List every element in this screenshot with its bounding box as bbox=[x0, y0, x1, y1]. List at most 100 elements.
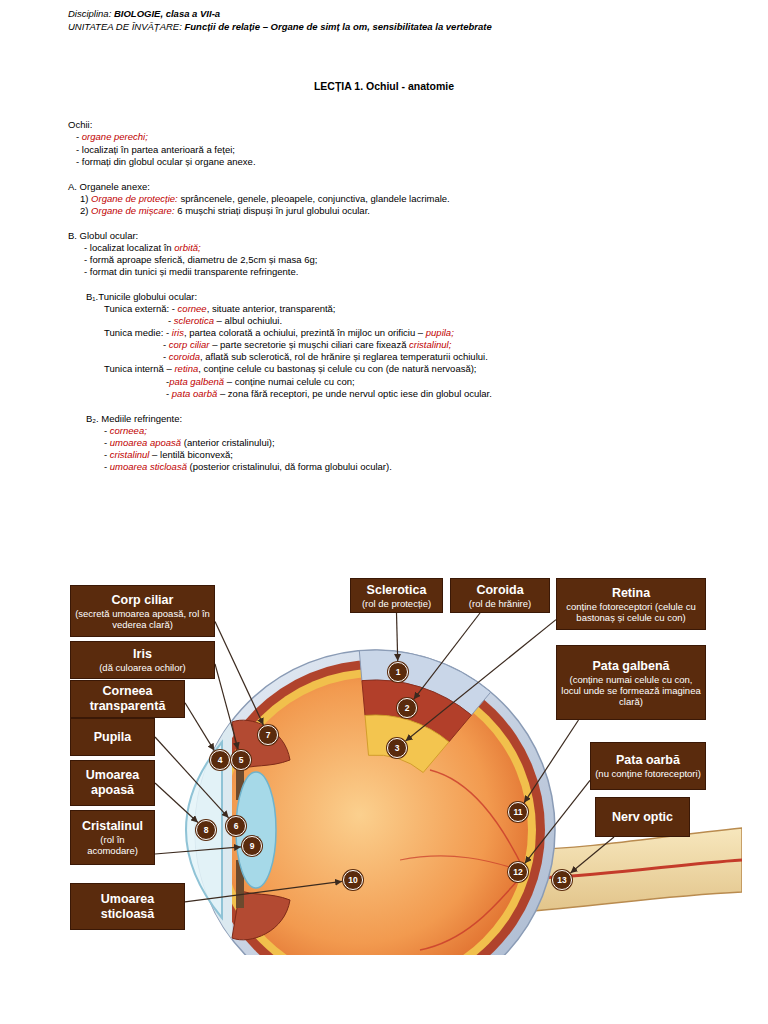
body-text: - bbox=[104, 437, 107, 448]
part-note: (rol de protecție) bbox=[355, 598, 438, 609]
key-term: cornee bbox=[178, 303, 207, 314]
key-term: umoarea sticloasă bbox=[110, 461, 187, 472]
label-box: Umoarea apoasă bbox=[70, 760, 155, 806]
body-text: - bbox=[104, 449, 107, 460]
leader-line bbox=[155, 847, 241, 854]
key-term: sclerotica bbox=[174, 315, 214, 326]
callout-number-text: 8 bbox=[204, 826, 209, 835]
key-term: corneea; bbox=[110, 425, 147, 436]
key-term: pata galbenă bbox=[169, 376, 224, 387]
body-text: – albul ochiului. bbox=[217, 315, 283, 326]
callout-number-text: 2 bbox=[405, 704, 410, 713]
body-text: - formă aproape sferică, diametru de 2,5… bbox=[84, 254, 317, 265]
text-line: -umoarea sticloasă(posterior cristalinul… bbox=[104, 461, 392, 473]
part-note: (dă culoarea ochilor) bbox=[75, 662, 210, 673]
part-name: Iris bbox=[75, 647, 210, 662]
body-text: UNITATEA DE ÎNVĂȚARE: bbox=[68, 21, 182, 32]
leader-line bbox=[185, 703, 214, 751]
key-term: pata oarbă bbox=[172, 388, 217, 399]
label-box: Pata oarbă(nu conține fotoreceptori) bbox=[590, 742, 706, 790]
text-line: Tunica internă –retina, conține celule c… bbox=[104, 363, 477, 375]
key-term: iris bbox=[172, 327, 184, 338]
lesson-title: LECȚIA 1. Ochiul - anatomie bbox=[0, 80, 768, 93]
label-box: Coroida(rol de hrănire) bbox=[450, 578, 550, 613]
body-text: Disciplina: bbox=[68, 8, 111, 19]
body-text: (posterior cristalinului, dă forma globu… bbox=[190, 461, 392, 472]
part-note: (nu conține fotoreceptori) bbox=[595, 768, 701, 779]
callout-number-text: 1 bbox=[396, 668, 401, 677]
body-text: - bbox=[166, 388, 169, 399]
body-text: , partea colorată a ochiului, prezintă î… bbox=[184, 327, 423, 338]
part-name: Pata galbenă bbox=[561, 659, 701, 674]
part-name: Retina bbox=[561, 586, 701, 601]
text-line: - format din tunici și medii transparent… bbox=[84, 266, 298, 278]
callout-number-text: 10 bbox=[348, 876, 357, 885]
body-text: – zona fără receptori, pe unde nervul op… bbox=[220, 388, 492, 399]
key-term: orbită; bbox=[174, 242, 200, 253]
text-line: 1)Organe de protecție:sprâncenele, genel… bbox=[80, 193, 450, 205]
key-term: Organe de protecție: bbox=[91, 193, 178, 204]
body-text: - formați din globul ocular și organe an… bbox=[76, 156, 256, 167]
body-text: , situate anterior, transparentă; bbox=[207, 303, 336, 314]
leader-line bbox=[525, 780, 590, 863]
text-line: - formați din globul ocular și organe an… bbox=[76, 156, 256, 168]
text-line: -corp ciliar– parte secretorie și mușchi… bbox=[163, 339, 451, 351]
retina-cutaway bbox=[365, 715, 449, 773]
key-term: coroida bbox=[169, 351, 200, 362]
key-term: umoarea apoasă bbox=[110, 437, 181, 448]
callout-number-text: 4 bbox=[218, 756, 223, 765]
callout-number-text: 11 bbox=[514, 808, 523, 817]
part-name: Cristalinul bbox=[75, 819, 150, 834]
part-name: Corneea transparentă bbox=[75, 684, 180, 714]
text-line: -sclerotica– albul ochiului. bbox=[168, 315, 282, 327]
callout-number: 13 bbox=[552, 870, 572, 890]
text-line: Tunica medie: -iris, partea colorată a o… bbox=[104, 327, 454, 339]
body-text: B₁.Tunicile globului ocular: bbox=[86, 291, 197, 302]
part-note: conține fotoreceptori (celule cu bastona… bbox=[561, 601, 701, 623]
leader-line bbox=[155, 783, 198, 823]
text-line: Ochii: bbox=[68, 119, 92, 131]
label-box: Corneea transparentă bbox=[70, 680, 185, 718]
text-line: UNITATEA DE ÎNVĂȚARE:Funcții de relație … bbox=[68, 21, 492, 33]
part-name: Corp ciliar bbox=[75, 593, 210, 608]
retinal-vessel bbox=[420, 872, 525, 950]
text-line: -umoarea apoasă(anterior cristalinului); bbox=[104, 437, 275, 449]
body-text: - localizați în partea anterioară a fețe… bbox=[76, 144, 235, 155]
callout-number: 10 bbox=[343, 870, 363, 890]
leader-line bbox=[185, 881, 342, 901]
leader-line bbox=[215, 664, 238, 750]
label-box: Cristalinul(rol în acomodare) bbox=[70, 810, 155, 865]
callout-number-text: 7 bbox=[266, 731, 271, 740]
key-term: cristalinul; bbox=[409, 339, 451, 350]
leader-line bbox=[524, 720, 578, 803]
leader-line bbox=[397, 613, 398, 661]
body-text: Ochii: bbox=[68, 119, 92, 130]
callout-number-text: 3 bbox=[395, 744, 400, 753]
body-text: Funcții de relație – Organe de simț la o… bbox=[185, 21, 492, 32]
retinal-vessel bbox=[400, 856, 525, 872]
part-name: Pupila bbox=[75, 730, 150, 745]
sclera-layer bbox=[195, 650, 555, 955]
callout-number: 11 bbox=[508, 802, 528, 822]
label-box: Nerv optic bbox=[595, 797, 690, 837]
body-text: 1) bbox=[80, 193, 88, 204]
label-box: Sclerotica(rol de protecție) bbox=[350, 578, 443, 613]
body-text: 6 mușchi striați dispuși în jurul globul… bbox=[177, 205, 370, 216]
body-text: BIOLOGIE, clasa a VII-a bbox=[114, 8, 220, 19]
text-line: -coroida, aflată sub sclerotică, rol de … bbox=[163, 351, 488, 363]
callout-number-text: 6 bbox=[234, 822, 239, 831]
vitreous-body bbox=[222, 677, 528, 955]
text-line: -organe perechi; bbox=[76, 131, 148, 143]
body-text: - bbox=[76, 131, 79, 142]
callout-number: 1 bbox=[388, 662, 408, 682]
body-text: B₂. Mediile refringente: bbox=[86, 413, 182, 424]
label-box: Pata galbenă(conține numai celule cu con… bbox=[556, 645, 706, 720]
callout-number-text: 9 bbox=[250, 842, 255, 851]
choroid-layer bbox=[205, 660, 545, 955]
callout-number: 8 bbox=[196, 820, 216, 840]
label-box: Iris(dă culoarea ochilor) bbox=[70, 641, 215, 679]
body-text: - bbox=[163, 339, 166, 350]
body-text: , aflată sub sclerotică, rol de hrănire … bbox=[200, 351, 488, 362]
body-text: , conține celule cu bastonaș și celule c… bbox=[198, 363, 476, 374]
body-text: - bbox=[104, 425, 107, 436]
